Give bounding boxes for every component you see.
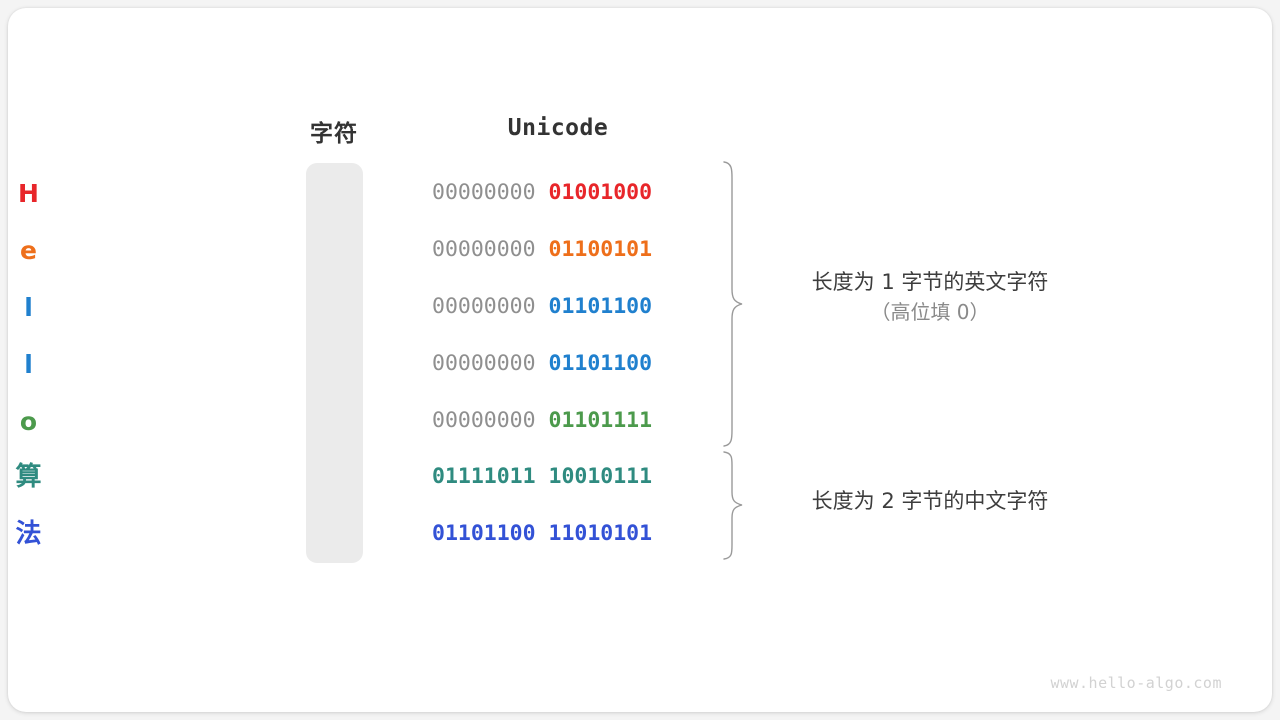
annotation-one-byte-sub: （高位填 0）	[870, 299, 990, 324]
unicode-high-byte: 01101100	[432, 521, 536, 546]
character-cell: e	[20, 236, 37, 265]
character-cell: l	[24, 350, 33, 379]
character-cell: 算	[15, 462, 42, 492]
unicode-high-byte: 00000000	[432, 237, 536, 262]
character-cell: l	[24, 293, 33, 322]
column-header-character: 字符	[310, 121, 358, 147]
brace-two-byte	[723, 451, 743, 560]
unicode-high-byte: 00000000	[432, 351, 536, 376]
unicode-bits-row: 00000000 01001000	[432, 182, 684, 204]
annotation-one-byte-main: 长度为 1 字节的英文字符	[811, 270, 1049, 294]
unicode-bits-row: 00000000 01100101	[432, 239, 684, 261]
unicode-low-byte: 11010101	[548, 521, 653, 546]
unicode-bits-row: 01111011 10010111	[432, 466, 684, 488]
unicode-high-byte: 00000000	[432, 294, 536, 319]
unicode-low-byte: 10010111	[548, 464, 653, 489]
annotation-two-byte-main: 长度为 2 字节的中文字符	[811, 489, 1049, 513]
column-header-unicode: Unicode	[507, 115, 609, 141]
unicode-bits-row: 00000000 01101111	[432, 410, 684, 432]
unicode-low-byte: 01101111	[548, 408, 653, 433]
diagram-card	[8, 8, 1272, 712]
unicode-high-byte: 01111011	[432, 464, 536, 489]
character-cell: H	[18, 179, 39, 208]
unicode-bits-row: 00000000 01101100	[432, 296, 684, 318]
watermark-url: www.hello-algo.com	[1050, 674, 1222, 692]
unicode-bits-row: 00000000 01101100	[432, 353, 684, 375]
character-cell: 法	[15, 519, 42, 549]
character-cell: o	[19, 407, 38, 436]
brace-one-byte	[723, 161, 743, 447]
unicode-high-byte: 00000000	[432, 180, 536, 205]
unicode-low-byte: 01100101	[548, 237, 653, 262]
unicode-high-byte: 00000000	[432, 408, 536, 433]
annotation-two-byte: 长度为 2 字节的中文字符	[760, 487, 1100, 517]
unicode-low-byte: 01101100	[548, 351, 653, 376]
character-column-panel	[306, 163, 363, 563]
annotation-one-byte: 长度为 1 字节的英文字符 （高位填 0）	[760, 268, 1100, 326]
unicode-bits-row: 01101100 11010101	[432, 523, 684, 545]
unicode-low-byte: 01101100	[548, 294, 653, 319]
unicode-low-byte: 01001000	[548, 180, 653, 205]
